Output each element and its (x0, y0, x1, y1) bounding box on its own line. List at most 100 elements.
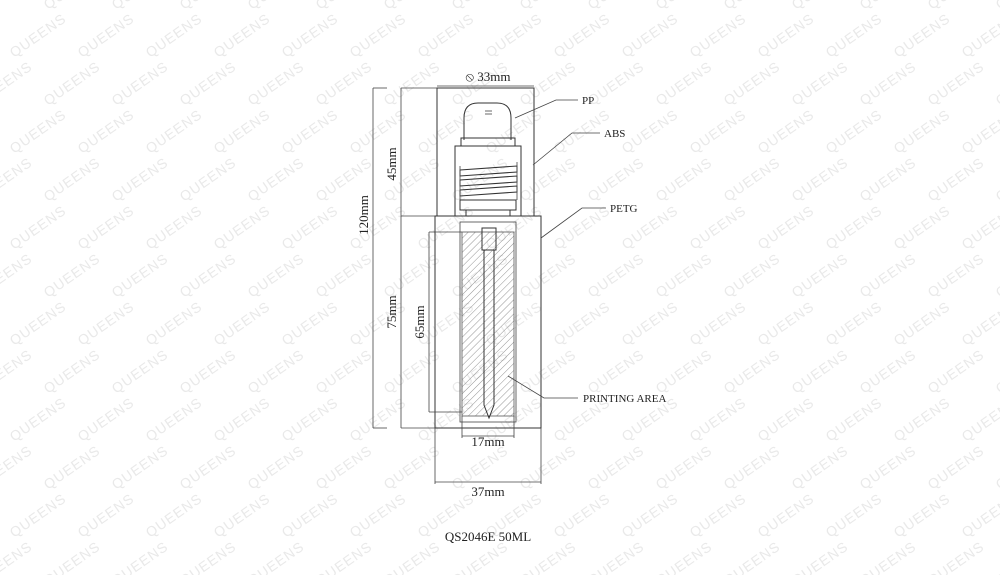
watermark-text: QUEENS (619, 10, 682, 60)
watermark-text: QUEENS (75, 10, 138, 60)
material-abs-label: ABS (604, 128, 625, 140)
watermark-text: QUEENS (415, 10, 478, 60)
watermark-text: QUEENS (347, 106, 410, 156)
watermark-text: QUEENS (313, 442, 376, 492)
watermark-text: QUEENS (857, 0, 920, 12)
watermark-text: QUEENS (755, 490, 818, 540)
watermark-text: QUEENS (959, 394, 1000, 444)
watermark-text: QUEENS (925, 442, 988, 492)
watermark-text: QUEENS (449, 0, 512, 12)
watermark-text: QUEENS (7, 298, 70, 348)
watermark-text: QUEENS (177, 0, 240, 12)
watermark-text: QUEENS (789, 58, 852, 108)
watermark-text: QUEENS (891, 298, 954, 348)
watermark-text: QUEENS (211, 106, 274, 156)
watermark-text: QUEENS (347, 298, 410, 348)
watermark-text: QUEENS (347, 394, 410, 444)
watermark-text: QUEENS (381, 538, 444, 575)
watermark-text: QUEENS (279, 106, 342, 156)
watermark-text: QUEENS (279, 394, 342, 444)
watermark-text: QUEENS (551, 202, 614, 252)
watermark-text: QUEENS (619, 490, 682, 540)
watermark-text: QUEENS (0, 58, 35, 108)
cap-height-label: 45mm (384, 147, 399, 180)
watermark-text: QUEENS (211, 490, 274, 540)
watermark-text: QUEENS (109, 250, 172, 300)
watermark-text: QUEENS (75, 394, 138, 444)
watermark-text: QUEENS (653, 154, 716, 204)
watermark-text: QUEENS (313, 58, 376, 108)
watermark-text: QUEENS (619, 298, 682, 348)
watermark-text: QUEENS (347, 10, 410, 60)
watermark-text: QUEENS (585, 538, 648, 575)
watermark-text: QUEENS (75, 202, 138, 252)
printing-area-label: PRINTING AREA (583, 393, 666, 405)
watermark-text: QUEENS (211, 298, 274, 348)
watermark-text: QUEENS (891, 490, 954, 540)
watermark-text: QUEENS (313, 346, 376, 396)
watermark-text: QUEENS (245, 154, 308, 204)
watermark-text: QUEENS (313, 538, 376, 575)
watermark-text: QUEENS (0, 346, 35, 396)
watermark-text: QUEENS (177, 538, 240, 575)
watermark-text: QUEENS (585, 250, 648, 300)
print-height-label: 65mm (412, 305, 427, 338)
watermark-text: QUEENS (7, 490, 70, 540)
watermark-text: QUEENS (687, 490, 750, 540)
watermark-text: QUEENS (959, 10, 1000, 60)
watermark-text: QUEENS (245, 0, 308, 12)
watermark-text: QUEENS (755, 106, 818, 156)
watermark-text: QUEENS (551, 10, 614, 60)
watermark-text: QUEENS (653, 346, 716, 396)
watermark-text: QUEENS (381, 442, 444, 492)
watermark-text: QUEENS (789, 154, 852, 204)
watermark-text: QUEENS (381, 346, 444, 396)
watermark-text: QUEENS (177, 250, 240, 300)
watermark-text: QUEENS (789, 346, 852, 396)
watermark-text: QUEENS (687, 10, 750, 60)
watermark-text: QUEENS (517, 250, 580, 300)
watermark-text: QUEENS (109, 154, 172, 204)
watermark-text: QUEENS (449, 154, 512, 204)
watermark-text: QUEENS (75, 298, 138, 348)
watermark-text: QUEENS (823, 202, 886, 252)
watermark-text: QUEENS (891, 10, 954, 60)
watermark-text: QUEENS (41, 538, 104, 575)
watermark-text: QUEENS (993, 442, 1000, 492)
watermark-text: QUEENS (653, 0, 716, 12)
watermark-text: QUEENS (823, 298, 886, 348)
watermark-text: QUEENS (7, 10, 70, 60)
watermark-text: QUEENS (959, 298, 1000, 348)
watermark-text: QUEENS (177, 442, 240, 492)
watermark-text: QUEENS (789, 250, 852, 300)
watermark-text: QUEENS (959, 106, 1000, 156)
watermark-text: QUEENS (313, 0, 376, 12)
watermark-text: QUEENS (959, 490, 1000, 540)
watermark-text: QUEENS (857, 442, 920, 492)
watermark-text: QUEENS (517, 442, 580, 492)
watermark-text: QUEENS (823, 490, 886, 540)
watermark-text: QUEENS (925, 154, 988, 204)
watermark-text: QUEENS (143, 298, 206, 348)
watermark-text: QUEENS (517, 58, 580, 108)
watermark-text: QUEENS (925, 250, 988, 300)
watermark-text: QUEENS (721, 250, 784, 300)
product-model-caption: QS2046E 50ML (445, 529, 531, 544)
dimension-lines (372, 85, 542, 484)
watermark-text: QUEENS (143, 106, 206, 156)
watermark-text: QUEENS (925, 346, 988, 396)
watermark-text: QUEENS (7, 394, 70, 444)
watermark-text: QUEENS (211, 10, 274, 60)
watermark-text: QUEENS (177, 154, 240, 204)
watermark-text: QUEENS (925, 0, 988, 12)
watermark-text: QUEENS (279, 490, 342, 540)
watermark-text: QUEENS (381, 250, 444, 300)
watermark-text: QUEENS (0, 0, 35, 12)
watermark-text: QUEENS (279, 202, 342, 252)
watermark-text: QUEENS (789, 442, 852, 492)
watermark-text: QUEENS (483, 106, 546, 156)
watermark-text: QUEENS (381, 58, 444, 108)
watermark-text: QUEENS (823, 394, 886, 444)
material-pp-label: PP (582, 95, 594, 107)
